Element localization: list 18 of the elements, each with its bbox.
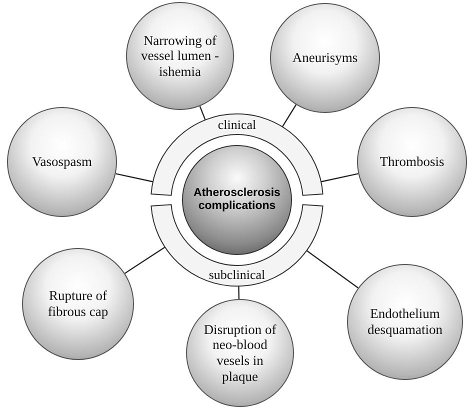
band-label: clinical: [216, 117, 258, 133]
connector-line: [238, 286, 240, 300]
node-label: Atherosclerosis complications: [192, 186, 282, 214]
hub-circle: [182, 145, 292, 255]
connector-line: [199, 106, 206, 120]
node-label: Disruption of neo-blood vesels in plaque: [202, 322, 278, 384]
connector-line: [282, 104, 297, 128]
node-label: Narrowing of vessel lumen - ishemia: [140, 32, 220, 80]
node-label: Vasospasm: [31, 154, 93, 170]
node-label: Rupture of fibrous cap: [46, 288, 110, 320]
node-label: Aneurisyms: [291, 50, 359, 66]
connector-line: [116, 173, 154, 182]
node-label: Thrombosis: [378, 154, 446, 170]
connector-line: [320, 173, 358, 182]
band-label: subclinical: [208, 267, 266, 283]
connector-line: [124, 246, 166, 274]
node-label: Endothelium desquamation: [366, 306, 444, 338]
connector-line: [306, 250, 358, 288]
